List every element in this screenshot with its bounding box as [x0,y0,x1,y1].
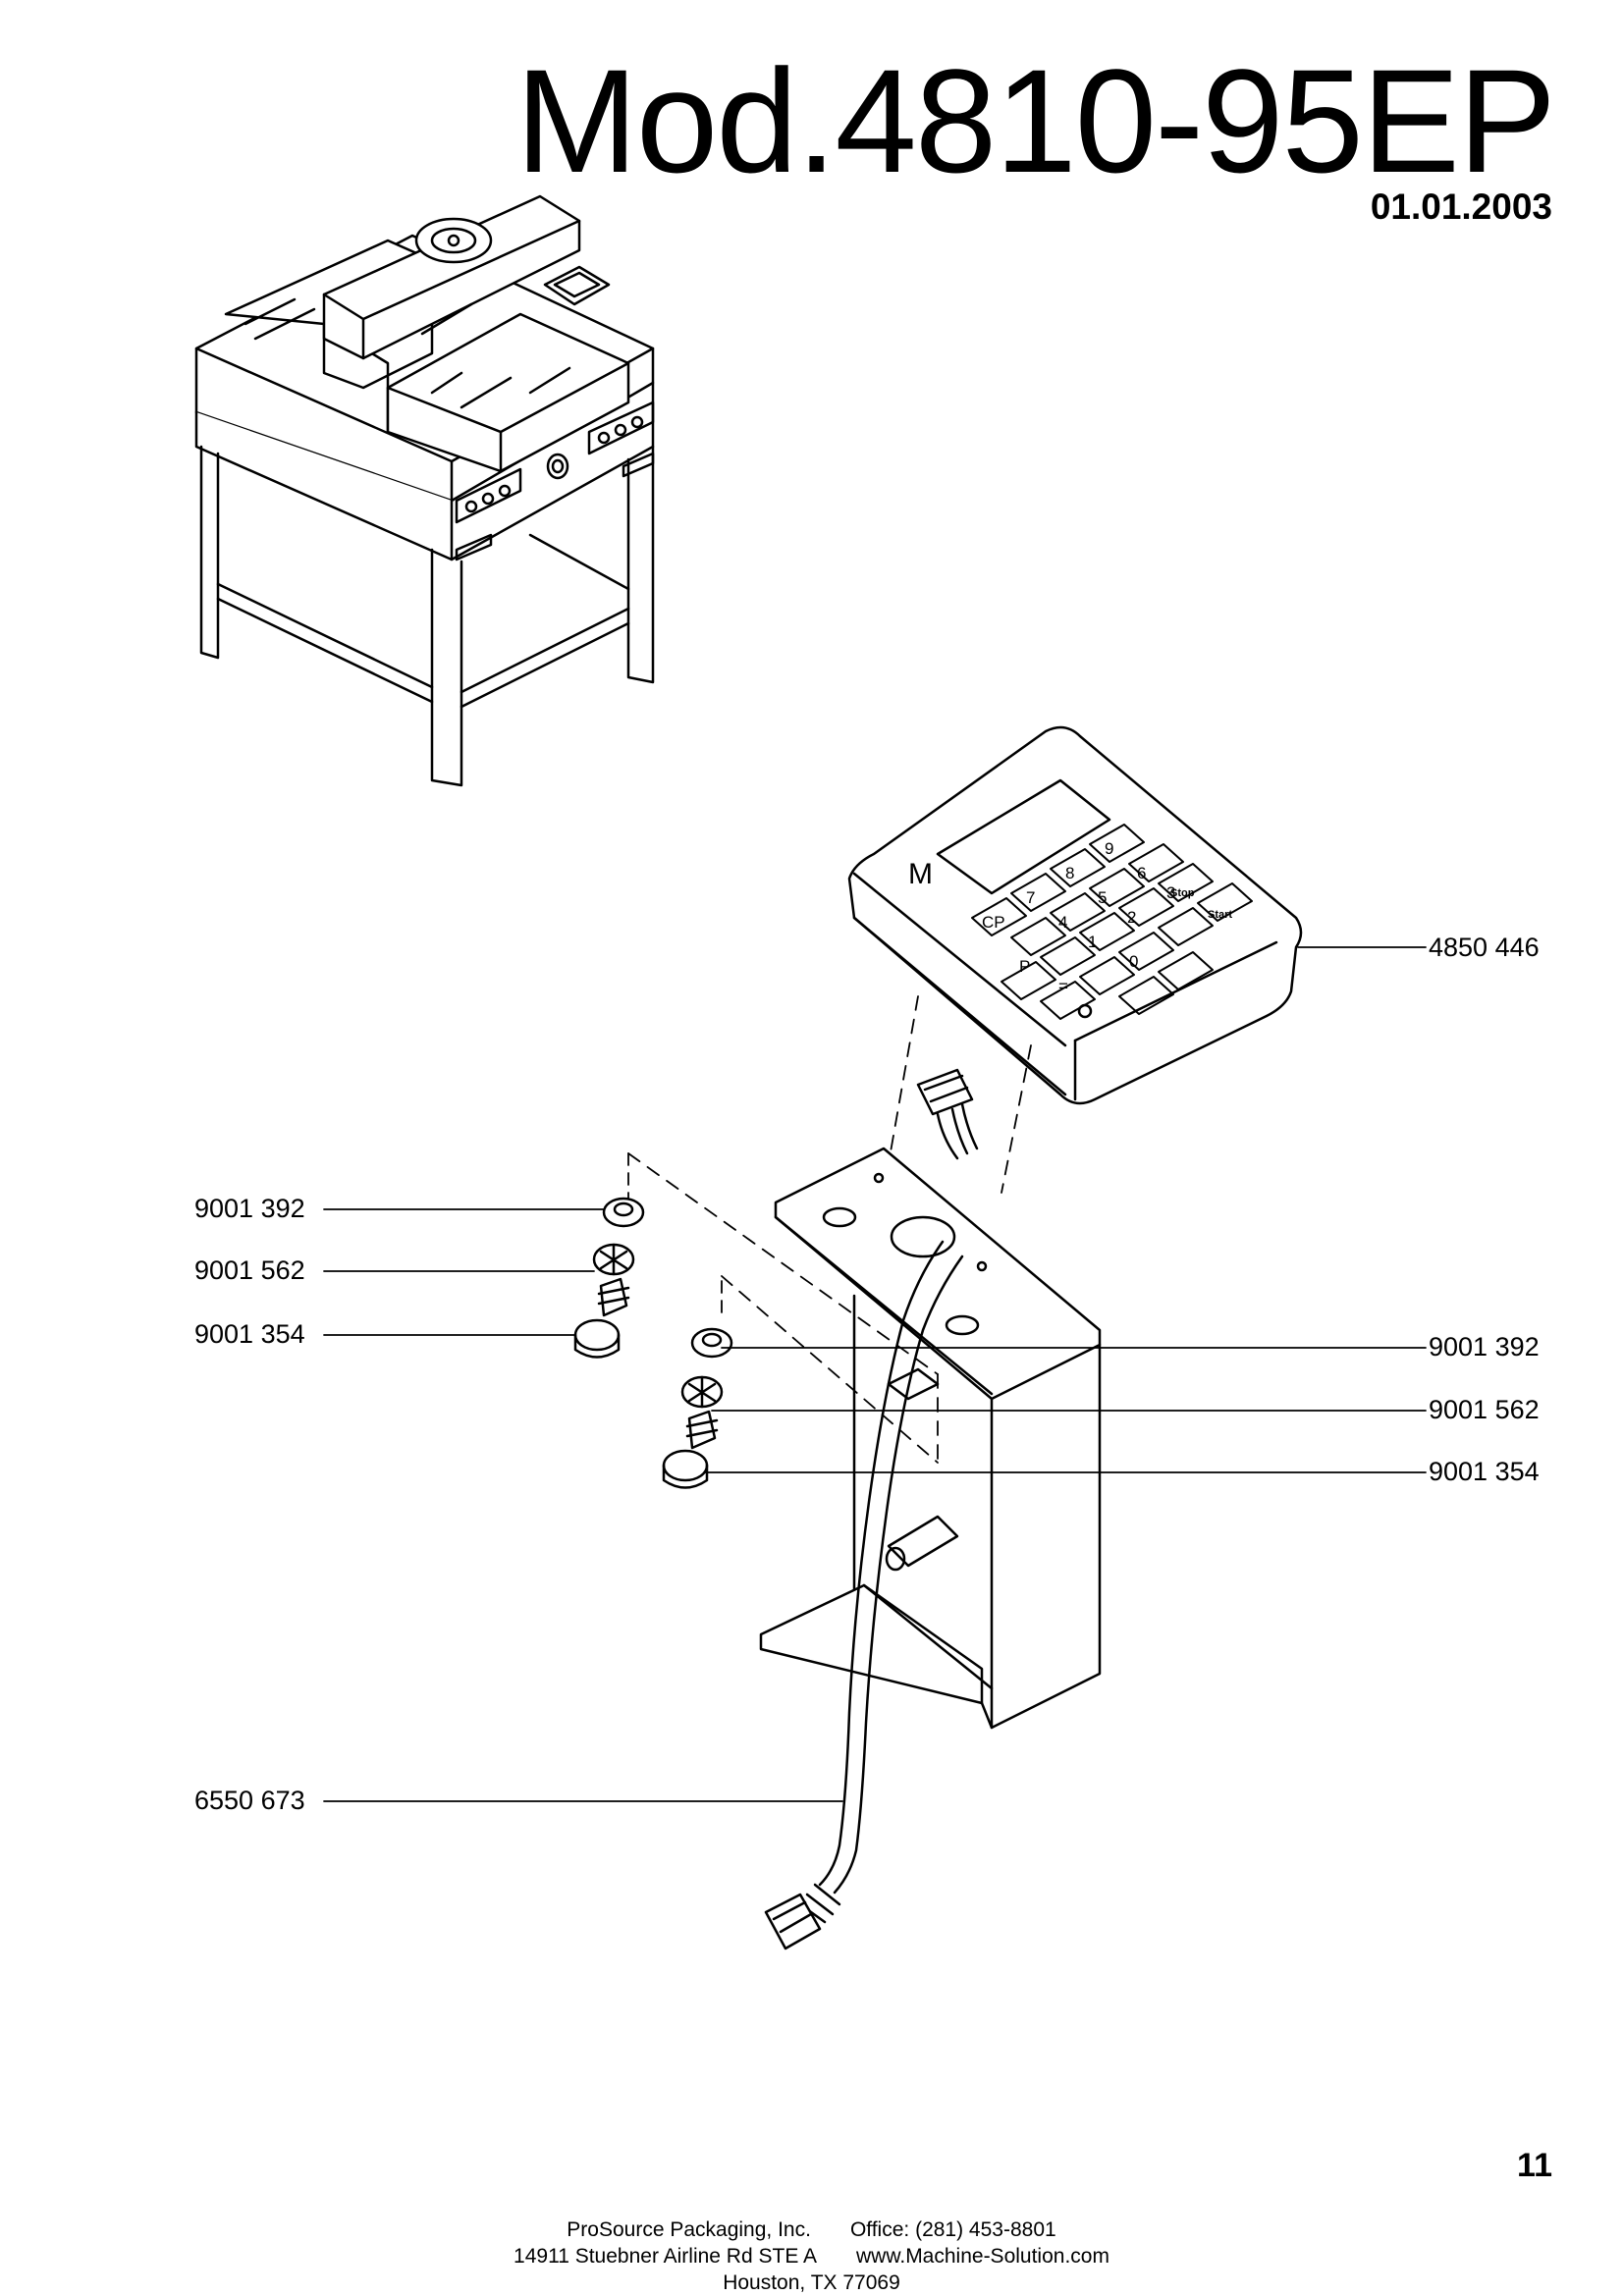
key-start: Start [1208,909,1232,921]
page-number: 11 [1517,2147,1552,2184]
callout-cable: 6550 673 [194,1786,305,1815]
key-2: 2 [1127,908,1136,927]
key-7: 7 [1026,888,1035,907]
key-p: P [1019,957,1030,976]
keypad-assembly [847,725,1303,1194]
hardware-set-right [662,1280,733,1489]
key-4: 4 [1058,913,1067,932]
keypad-brand: M [908,858,933,890]
key-5: 5 [1098,888,1107,907]
key-0: 0 [1129,952,1138,971]
key-8: 8 [1065,864,1074,882]
key-stop: Stop [1170,887,1195,899]
callout-washer-left: 9001 392 [194,1194,305,1223]
footer-city: Houston, TX 77069 [723,2271,900,2294]
cable [764,1240,964,1950]
callout-keypad: 4850 446 [1429,933,1540,962]
leader-lines [323,946,1427,1802]
callout-lock-washer-right: 9001 562 [1429,1395,1540,1424]
key-1: 1 [1088,933,1097,951]
callout-lock-washer-left: 9001 562 [194,1255,305,1285]
revision-date: 01.01.2003 [1370,187,1552,227]
key-6: 6 [1137,864,1146,882]
footer-website[interactable]: www.Machine-Solution.com [856,2245,1109,2268]
footer-line-1: ProSource Packaging, Inc. Office: (281) 4… [0,2216,1623,2243]
model-title: Mod.4810-95EP [514,38,1556,203]
callout-washer-right: 9001 392 [1429,1332,1540,1362]
key-equals: = [1058,977,1068,995]
key-3: 3 [1166,883,1175,902]
footer: ProSource Packaging, Inc. Office: (281) 4… [0,2216,1623,2296]
footer-company: ProSource Packaging, Inc. [567,2218,811,2241]
callout-screw-right: 9001 354 [1429,1457,1540,1486]
footer-office: Office: (281) 453-8801 [849,2218,1056,2241]
machine-overview-illustration [194,194,655,787]
footer-line-2: 14911 Stuebner Airline Rd STE A www.Machi… [0,2243,1623,2269]
key-cp: CP [982,913,1005,932]
footer-line-3: Houston, TX 77069 [0,2269,1623,2296]
callout-screw-left: 9001 354 [194,1319,305,1349]
hardware-set-left [573,1152,645,1359]
footer-address: 14911 Stuebner Airline Rd STE A [514,2245,818,2268]
key-9: 9 [1105,839,1113,858]
